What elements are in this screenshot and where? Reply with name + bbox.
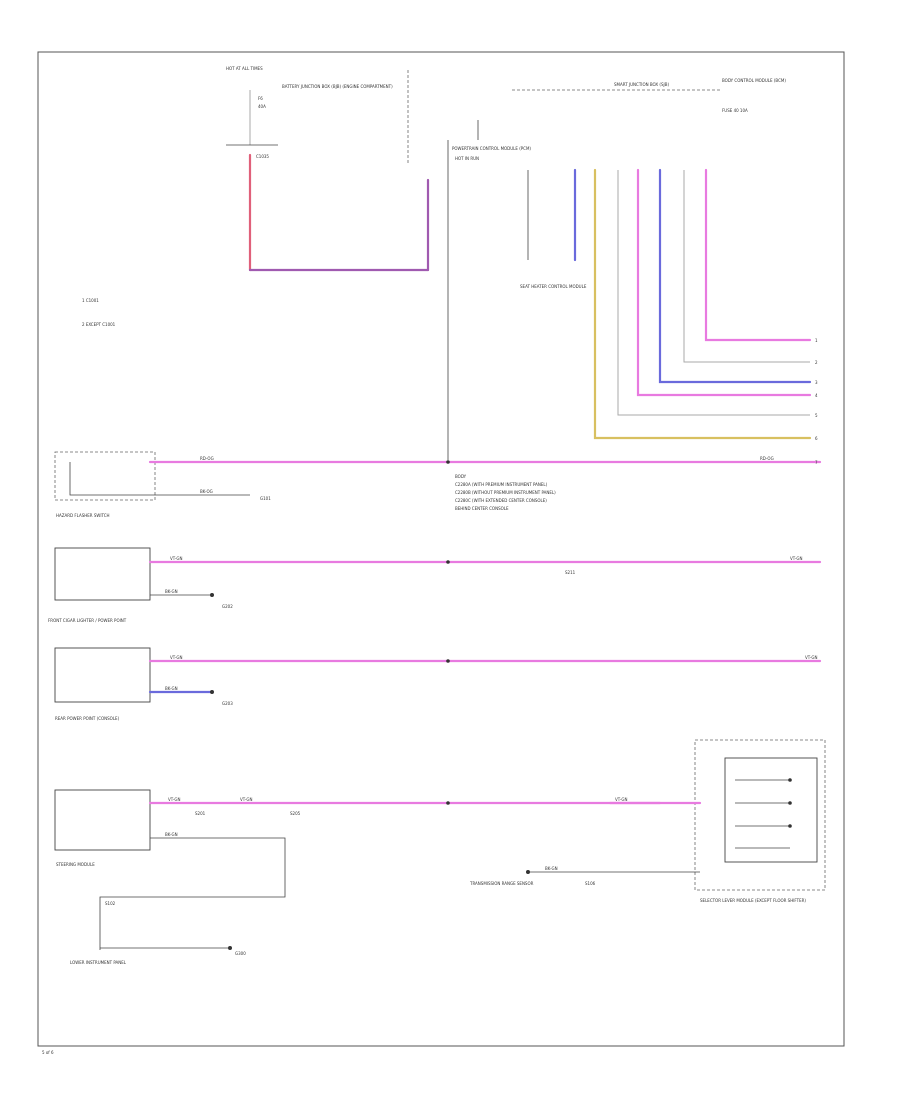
steer-splice-2-label: S205 [290,811,301,816]
yellow-wire [593,168,812,440]
hazard-internal [69,462,150,496]
lower-ground-point [228,946,232,950]
front-ground-label: BK-GN [165,589,178,594]
pcm-hot-label: HOT IN RUN [455,156,479,161]
rear-wire-right-label: VT-GN [805,655,818,660]
steer-splice-label: S201 [195,811,206,816]
hazard-splice [446,460,450,464]
front-lighter-label: FRONT CIGAR LIGHTER / POWER POINT [48,618,127,623]
blue-wire-2 [658,168,812,384]
rear-wire-label: VT-GN [170,655,183,660]
steer-wire-2-label: VT-GN [240,797,253,802]
seat-heater-module-label: SEAT HEATER CONTROL MODULE [520,284,587,289]
front-splice-label: S211 [565,570,576,575]
connector-c1035-label: C1035 [256,154,269,159]
hazard-ground-ref: G101 [260,496,271,501]
page-number: 5 of 6 [42,1050,54,1055]
smart-junction-label: SMART JUNCTION BOX (SJB) [614,82,669,87]
pin-label: 4 [815,393,818,398]
diagram-frame [37,51,845,1047]
steering-ground-path [99,837,286,950]
selector-ground-point [526,870,530,874]
fuse-f6-label: F6 [258,96,263,101]
pcm-label: POWERTRAIN CONTROL MODULE (PCM) [452,146,531,151]
front-lighter-box [54,547,151,601]
lower-ground-ref: G300 [235,951,246,956]
front-splice [446,560,450,564]
lower-note-label: LOWER INSTRUMENT PANEL [70,960,127,965]
steer-ground-label: BK-GN [165,832,178,837]
rear-ground-point [210,690,214,694]
pin-label: 5 [815,413,818,418]
gray-wire-2 [683,170,810,363]
hazard-switch-label: HAZARD FLASHER SWITCH [56,513,110,518]
pin-label: 3 [815,380,818,385]
selector-internal-contacts [735,778,792,849]
steering-module-box [54,789,151,851]
center-note-line: C2280C (WITH EXTENDED CENTER CONSOLE) [455,498,547,503]
pin-label: 2 [815,360,818,365]
hazard-switch-box [54,451,156,501]
pin-label: 7 [815,460,818,465]
selector-contact [788,778,792,782]
center-note-line: C2280B (WITHOUT PREMIUM INSTRUMENT PANEL… [455,490,556,495]
selector-module-label: SELECTOR LEVER MODULE (EXCEPT FLOOR SHIF… [700,898,806,903]
legend-item-2: 2 EXCEPT C1001 [82,322,116,327]
selector-contact [788,801,792,805]
bcm-fuse-label: FUSE 40 10A [722,108,748,113]
rear-ground-label: BK-GN [165,686,178,691]
selector-module-box [724,757,818,863]
center-note-line: BEHIND CENTER CONSOLE [455,506,509,511]
pin-label: 1 [815,338,818,343]
hazard-ground-label: BK-OG [200,489,213,494]
lower-splice-label: S102 [105,901,116,906]
center-note-line: BODY [455,474,467,479]
fuse-f6-rating-label: 40A [258,104,266,109]
rear-power-point-box [54,647,151,703]
battery-junction-label: BATTERY JUNCTION BOX (BJB) (ENGINE COMPA… [282,84,393,89]
steering-splice [446,801,450,805]
front-ground-point [210,593,214,597]
center-note: BODY C2280A (WITH PREMIUM INSTRUMENT PAN… [455,474,556,511]
bcm-label: BODY CONTROL MODULE (BCM) [722,78,786,83]
front-ground-ref: G202 [222,604,233,609]
rear-ground-ref: G203 [222,701,233,706]
selector-module-boundary [694,739,826,891]
hot-at-all-times-label: HOT AT ALL TIMES [226,66,263,71]
trans-splice-label: S106 [585,881,596,886]
pin-label: 6 [815,436,818,441]
legend-item-1: 1 C1001 [82,298,99,303]
rear-splice [446,659,450,663]
bcm-pin-labels: 1 2 3 4 5 6 [815,338,818,441]
selector-contact [788,824,792,828]
selector-ground-label: BK-GN [545,866,558,871]
front-wire-right-label: VT-GN [790,556,803,561]
trans-note-label: TRANSMISSION RANGE SENSOR [469,881,534,886]
steer-wire-label: VT-GN [168,797,181,802]
pink-wire-2 [704,168,812,342]
pink-wire-1 [636,168,812,397]
hazard-wire-label: RD-OG [200,456,214,461]
selector-wire-label: VT-GN [615,797,628,802]
hazard-wire-right-label: RD-OG [760,456,774,461]
center-note-line: C2280A (WITH PREMIUM INSTRUMENT PANEL) [455,482,548,487]
front-wire-label: VT-GN [170,556,183,561]
gray-wire-1 [617,170,810,416]
rear-power-point-label: REAR POWER POINT (CONSOLE) [55,716,120,721]
steering-module-label: STEERING MODULE [56,862,95,867]
